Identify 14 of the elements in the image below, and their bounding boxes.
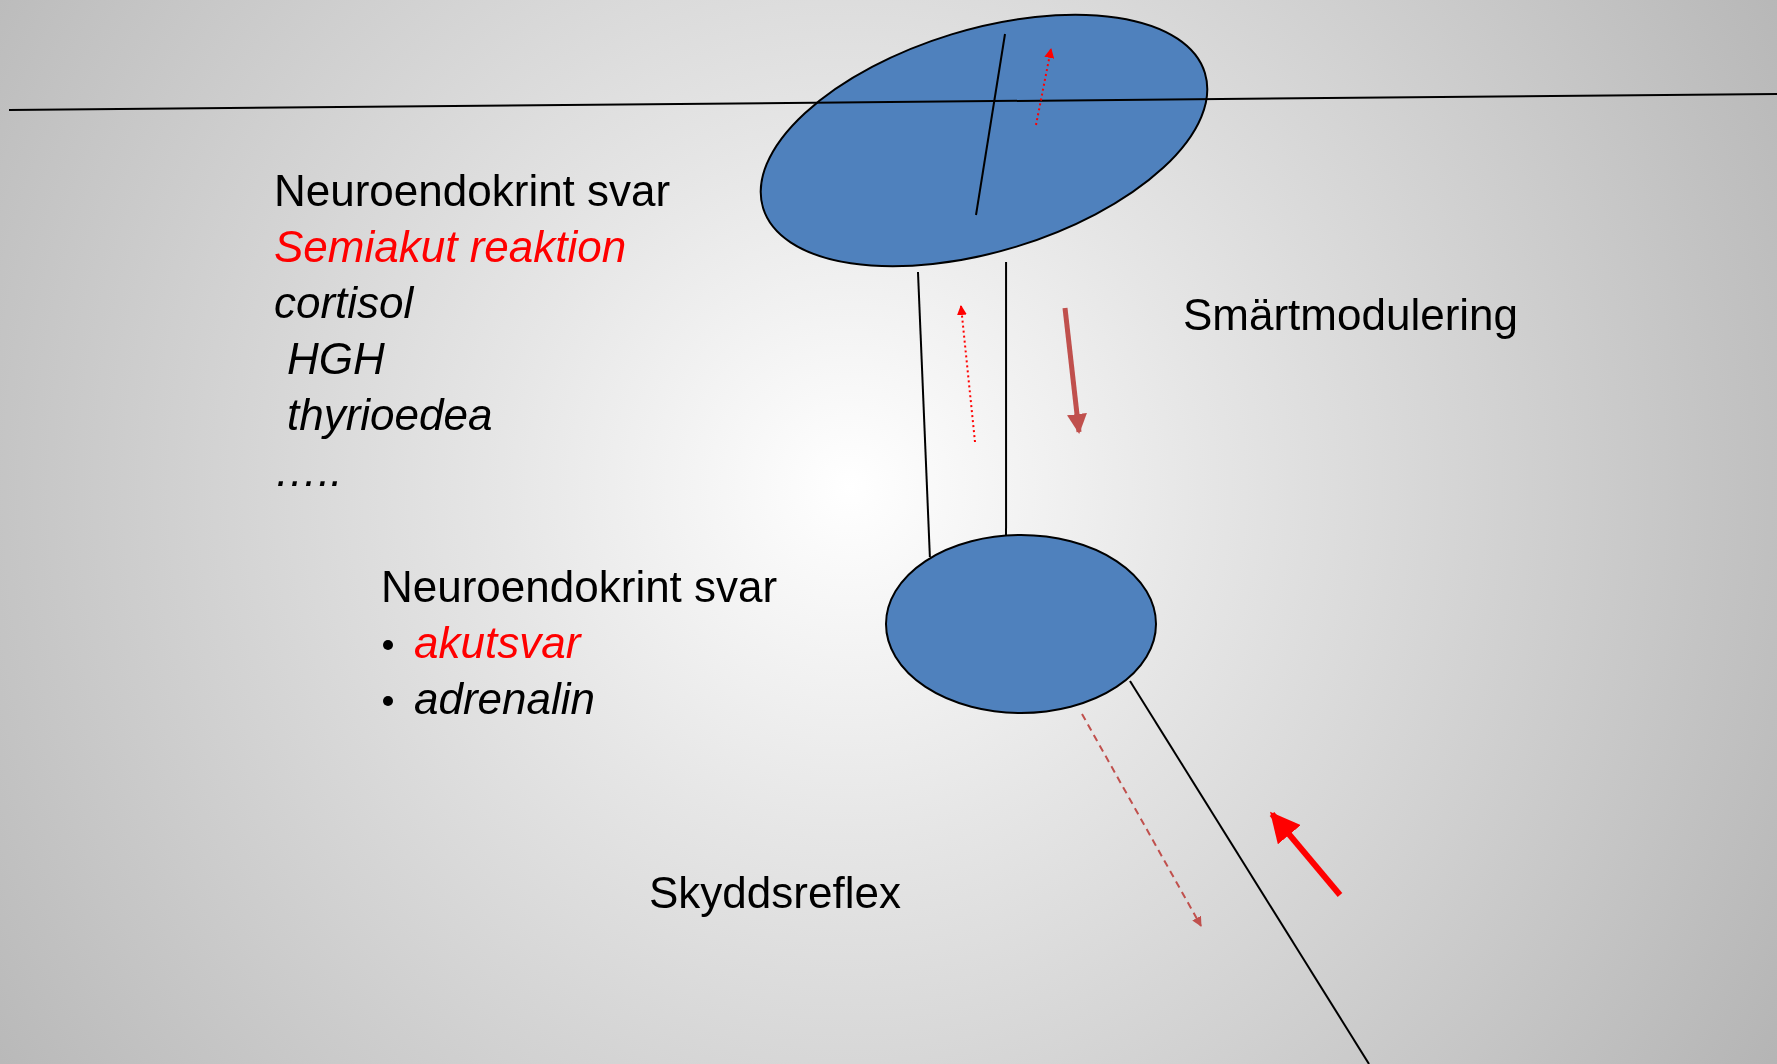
ellipsis-text: ….. — [274, 445, 343, 497]
list-item: Semiakut reaktion — [274, 221, 627, 273]
connector-line — [917, 271, 931, 559]
ellipse-shape — [885, 534, 1157, 714]
list-item: cortisol — [274, 277, 414, 329]
list-item: HGH — [287, 333, 385, 385]
heading-text: Neuroendokrint svar — [381, 561, 778, 613]
list-item: adrenalin — [414, 673, 596, 725]
pathway-label: Skyddsreflex — [649, 867, 901, 919]
connector-line — [1005, 261, 1008, 537]
list-item: akutsvar — [414, 617, 581, 669]
heading-text: Neuroendokrint svar — [274, 165, 671, 217]
list-item: thyrioedea — [287, 389, 493, 441]
pathway-label: Smärtmodulering — [1183, 289, 1519, 341]
